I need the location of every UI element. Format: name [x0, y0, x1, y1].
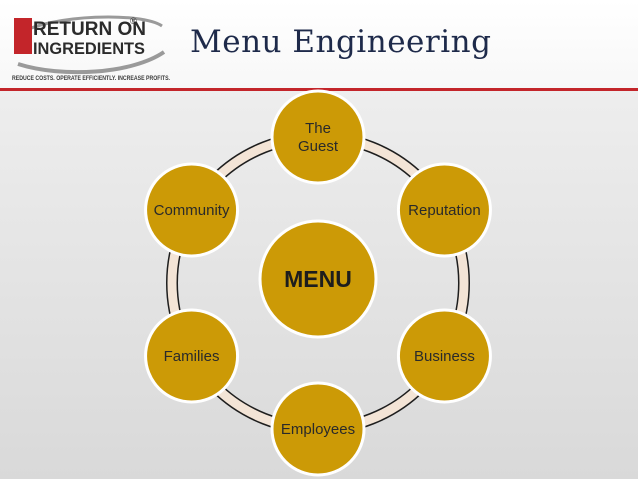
cycle-node-label: Reputation: [408, 202, 481, 219]
header-bar: [0, 0, 638, 88]
registered-mark: ®: [130, 16, 137, 26]
cycle-node-circle: [396, 308, 492, 404]
cycle-node-employees: Employees: [270, 381, 366, 477]
header-accent-rule: [0, 88, 638, 91]
cycle-node-reputation: Reputation: [396, 162, 492, 258]
cycle-node-circle: [144, 162, 240, 258]
center-node-circle: [258, 219, 378, 339]
cycle-node-label: The: [305, 120, 331, 137]
page-title: Menu Engineering: [190, 24, 492, 60]
cycle-node-circle: [396, 162, 492, 258]
cycle-node-label: Employees: [281, 421, 355, 438]
cycle-node-label: Business: [414, 348, 475, 365]
cycle-node-community: Community: [144, 162, 240, 258]
cycle-node-label: Families: [164, 348, 220, 365]
logo-tagline: REDUCE COSTS. OPERATE EFFICIENTLY. INCRE…: [12, 75, 170, 82]
cycle-node-business: Business: [396, 308, 492, 404]
logo-line-1: RETURN ON: [33, 19, 146, 40]
logo-line-2: INGREDIENTS: [33, 39, 145, 58]
cycle-node-label: Community: [154, 202, 230, 219]
return-on-ingredients-logo: RETURN ON ® INGREDIENTS REDUCE COSTS. OP…: [12, 15, 170, 82]
cycle-node-circle: [144, 308, 240, 404]
center-node-label: MENU: [284, 266, 352, 292]
center-node: MENU: [258, 219, 378, 339]
cycle-node-label: Guest: [298, 138, 339, 155]
cycle-node-circle: [270, 89, 366, 185]
cycle-node-circle: [270, 381, 366, 477]
cycle-node-families: Families: [144, 308, 240, 404]
